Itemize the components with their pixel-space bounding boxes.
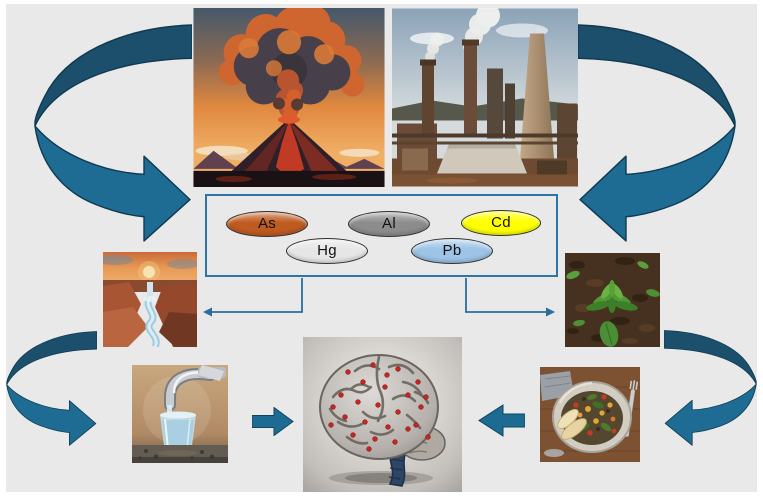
big-leaf [599, 321, 619, 347]
canyon-river-image [103, 252, 197, 347]
curved-arrow-top-right [578, 24, 736, 242]
metal-label-pb: Pb [442, 241, 462, 259]
side-leaf [646, 289, 660, 297]
cerebrum [319, 354, 439, 460]
salad [573, 394, 617, 436]
volcano-cone [213, 115, 365, 181]
side-leaf [566, 270, 580, 280]
soil-seedlings-image [565, 253, 660, 347]
curved-arrow-bottom-right [664, 330, 757, 446]
side-leaf [573, 319, 585, 327]
metal-ellipse-cd: Cd [461, 210, 541, 236]
metal-ellipse-pb: Pb [411, 238, 493, 264]
metal-label-as: As [257, 214, 277, 232]
water-glass [160, 411, 196, 453]
curved-arrow-top-left [34, 24, 192, 242]
curved-arrow-bottom-left [6, 331, 97, 446]
block-arrow-food-to-brain [478, 404, 525, 437]
volcano-image [193, 8, 385, 187]
ash-plume [218, 8, 365, 122]
metal-deposits [328, 362, 431, 452]
faucet-water-image [132, 365, 228, 463]
seedling [586, 280, 638, 313]
metal-ellipse-al: Al [348, 211, 430, 237]
metal-ellipse-hg: Hg [286, 238, 368, 264]
faucet-spout [164, 365, 226, 411]
metal-label-hg: Hg [317, 241, 337, 259]
metals-box: As Al Cd Hg Pb [205, 194, 558, 277]
block-arrow-water-to-brain [252, 407, 294, 436]
metal-label-al: Al [382, 214, 396, 232]
spoon [544, 449, 564, 457]
flatbread [557, 408, 587, 440]
factory-image [392, 8, 578, 187]
brain-image [303, 337, 462, 492]
metal-ellipse-as: As [226, 211, 308, 237]
side-leaf [637, 261, 649, 269]
factory-structures [392, 33, 578, 187]
metal-label-cd: Cd [491, 213, 511, 231]
food-plate-image [540, 367, 640, 462]
